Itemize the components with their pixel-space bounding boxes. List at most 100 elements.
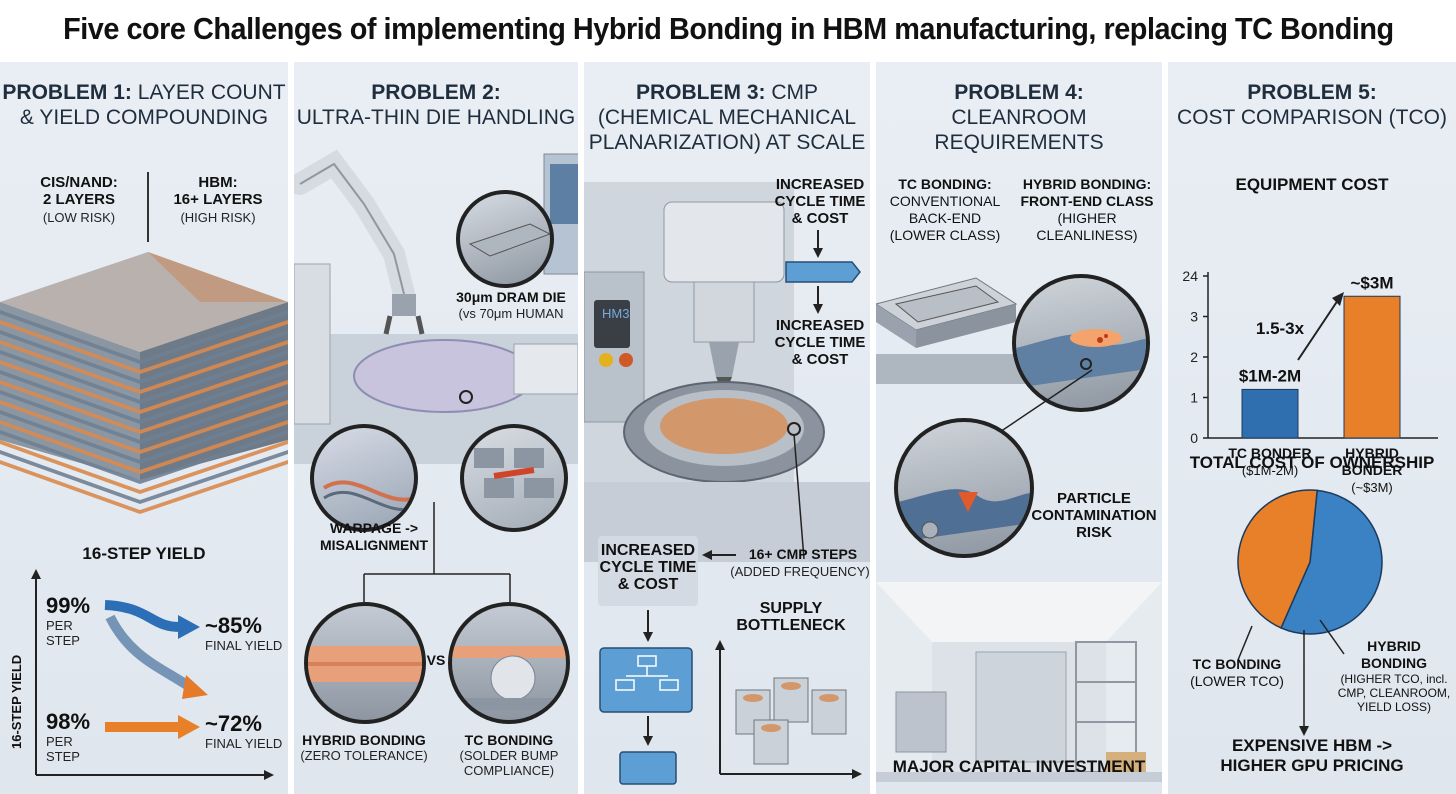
panel-5-heading-line: COST COMPARISON (TCO) xyxy=(1177,106,1447,129)
panel-5-heading: PROBLEM 5: COST COMPARISON (TCO) xyxy=(1168,80,1456,130)
stack-layer-left xyxy=(0,340,140,394)
cycle-time-box-label: INCREASED CYCLE TIME & COST xyxy=(598,542,698,593)
cycle-time-box-line3: & COST xyxy=(617,576,679,593)
cycle-time-box xyxy=(598,536,698,606)
stack-layer-left xyxy=(0,420,140,474)
row1-output-value: ~85% xyxy=(205,613,262,638)
panel-2-heading: PROBLEM 2: ULTRA-THIN DIE HANDLING xyxy=(294,80,578,130)
tc-pie-label-sub: (LOWER TCO) xyxy=(1190,673,1284,689)
bar-y-tick-label: 1 xyxy=(1190,390,1198,406)
flow-top-line1: INCREASED xyxy=(775,176,865,193)
bar-data-label: $1M-2M xyxy=(1239,366,1301,385)
gpu-pricing-label: EXPENSIVE HBM -> HIGHER GPU PRICING xyxy=(1168,736,1456,776)
hb-pie-label-line2: BONDING xyxy=(1360,655,1428,671)
tc-bond-label: TC BONDING xyxy=(464,732,554,748)
cycle-time-box-line2: CYCLE TIME xyxy=(599,559,697,576)
tc-pie-label: TC BONDING (LOWER TCO) xyxy=(1182,656,1292,690)
supply-line2: BOTTLENECK xyxy=(736,617,846,634)
thin-die-svg xyxy=(468,223,550,257)
panel-1-heading-bold: PROBLEM 1: xyxy=(2,81,132,104)
flow-top-line3: & COST xyxy=(791,210,849,227)
warpage-line2: MISALIGNMENT xyxy=(319,537,429,553)
panel-3-heading-line3: PLANARIZATION) AT SCALE xyxy=(588,131,866,154)
bar-y-tick-label: 2 xyxy=(1190,349,1198,365)
gpu-pricing-line2: HIGHER GPU PRICING xyxy=(1220,756,1404,775)
hbm-risk: (HIGH RISK) xyxy=(180,210,256,225)
stack-layer-left xyxy=(0,320,140,374)
stack-layer-right xyxy=(140,340,288,394)
hb-cleanroom-line1: FRONT-END CLASS xyxy=(1020,193,1154,209)
panel-4-heading-bold: PROBLEM 4: xyxy=(954,81,1084,104)
hb-pie-sub-line2: CMP, CLEANROOM, xyxy=(1337,686,1451,700)
panel-problem-2: PROBLEM 2: ULTRA-THIN DIE HANDLING 30μm … xyxy=(294,62,578,794)
stack-layer-right xyxy=(140,460,288,514)
cmp-steps-label: 16+ CMP STEPS xyxy=(748,546,858,562)
cis-title: CIS/NAND: xyxy=(40,174,118,191)
hbm-label: HBM: 16+ LAYERS xyxy=(158,174,278,208)
hybrid-bond-label: HYBRID BONDING xyxy=(302,732,426,748)
hb-cleanroom-label: HYBRID BONDING: FRONT-END CLASS (HIGHER … xyxy=(1012,176,1162,244)
warpage-line1: WARPAGE -> xyxy=(329,520,419,536)
panel-4-heading: PROBLEM 4: CLEANROOM REQUIREMENTS xyxy=(876,80,1162,155)
gpu-pricing-line1: EXPENSIVE HBM -> xyxy=(1231,736,1393,755)
stack-layer-left xyxy=(0,460,140,514)
capital-investment-label: MAJOR CAPITAL INVESTMENT xyxy=(892,757,1146,776)
stack-top-right xyxy=(148,252,288,302)
page-title: Five core Challenges of implementing Hyb… xyxy=(62,11,1394,46)
tc-cleanroom-label: TC BONDING: CONVENTIONAL BACK-END (LOWER… xyxy=(882,176,1008,244)
hybrid-bond-zoom-circle xyxy=(304,602,426,724)
flow-top-line2: CYCLE TIME xyxy=(774,193,866,210)
panel-problem-4: PROBLEM 4: CLEANROOM REQUIREMENTS TC BON… xyxy=(876,62,1162,794)
row2-input-value: 98% xyxy=(46,709,91,734)
stack-layer-right xyxy=(140,320,288,374)
hb-cleanroom-title: HYBRID BONDING: xyxy=(1022,176,1152,192)
warpage-svg xyxy=(322,480,414,512)
particle-line1: PARTICLE xyxy=(1057,490,1131,507)
particle-svg xyxy=(898,489,1030,542)
particle-line3: RISK xyxy=(1076,524,1112,541)
wafer-callout-dot xyxy=(459,390,473,404)
title-bar: Five core Challenges of implementing Hyb… xyxy=(0,0,1456,58)
panel-5-heading-bold: PROBLEM 5: xyxy=(1247,81,1377,104)
bar-category-label: HYBRID xyxy=(1345,445,1399,461)
flow-bottom-line2: CYCLE TIME xyxy=(774,334,866,351)
warpage-label: WARPAGE -> MISALIGNMENT xyxy=(304,520,444,554)
cis-risk: (LOW RISK) xyxy=(42,210,116,225)
divider-line xyxy=(147,172,149,242)
flow-bottom-line1: INCREASED xyxy=(775,317,865,334)
separator-3 xyxy=(870,62,876,794)
layer-stack-illustration xyxy=(0,252,288,514)
stack-layer-right xyxy=(140,420,288,474)
hybrid-bond-sub: (ZERO TOLERANCE) xyxy=(300,748,428,763)
panel-problem-5: PROBLEM 5: COST COMPARISON (TCO) EQUIPME… xyxy=(1168,62,1456,794)
tc-bond-sub-line1: (SOLDER BUMP xyxy=(459,748,559,763)
supply-bottleneck-label: SUPPLY BOTTLENECK xyxy=(724,600,858,634)
stack-layer-right xyxy=(140,380,288,434)
panel-1-heading: PROBLEM 1: LAYER COUNT & YIELD COMPOUNDI… xyxy=(0,80,288,130)
separator-1 xyxy=(288,62,294,794)
stack-layers-right xyxy=(140,310,288,514)
cycle-time-box-line1: INCREASED xyxy=(600,542,696,559)
flow-bottom-label: INCREASED CYCLE TIME & COST xyxy=(772,317,868,368)
tc-chip-illustration xyxy=(876,277,1036,384)
hb-pie-sub-line1: (HIGHER TCO, incl. xyxy=(1340,672,1448,686)
hb-pie-label: HYBRID BONDING (HIGHER TCO, incl. CMP, C… xyxy=(1334,638,1454,714)
yield-axes xyxy=(31,569,274,780)
tc-bond-svg xyxy=(452,646,566,710)
row1-output-sub: FINAL YIELD xyxy=(205,638,283,653)
die-thickness-label: 30μm DRAM DIE xyxy=(456,289,566,305)
stack-layer-left xyxy=(0,380,140,434)
panel-2-heading-bold: PROBLEM 2: xyxy=(371,81,501,104)
hbm-title: HBM: xyxy=(198,174,238,191)
bar-category-label: ($1M-2M) xyxy=(1242,463,1298,478)
tc-pie-label-title: TC BONDING xyxy=(1192,656,1282,672)
particle-line2: CONTAMINATION xyxy=(1031,507,1157,524)
panel-problem-1: PROBLEM 1: LAYER COUNT & YIELD COMPOUNDI… xyxy=(0,62,288,794)
bar-category-label: (~$3M) xyxy=(1351,480,1393,495)
equipment-cost-title: EQUIPMENT COST xyxy=(1235,175,1389,194)
bar-y-tick-label: 24 xyxy=(1182,268,1198,284)
bar-data-label: ~$3M xyxy=(1351,273,1394,292)
cleanroom-callout-lines xyxy=(987,369,1093,441)
connector-lines xyxy=(363,502,511,602)
